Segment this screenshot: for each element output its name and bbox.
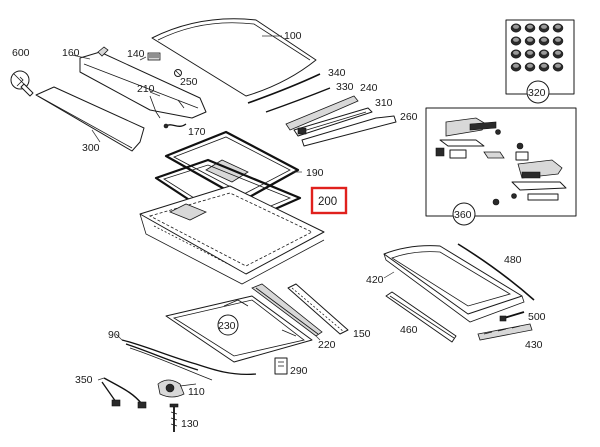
part-160-front-frame[interactable]	[79, 46, 207, 119]
part-320-grommets	[510, 23, 564, 72]
part-360-kit-box[interactable]	[425, 107, 577, 217]
part-460-deflector[interactable]	[385, 291, 457, 343]
grommet-item	[552, 49, 564, 59]
part-220-cable-guide[interactable]	[251, 283, 323, 337]
label-480[interactable]: 480	[504, 254, 522, 266]
part-420-glass-panel[interactable]	[383, 245, 525, 323]
label-350[interactable]: 350	[75, 374, 93, 386]
grommet-item	[510, 49, 522, 59]
part-330-seal-strip[interactable]	[265, 87, 331, 113]
part-250-clip[interactable]	[174, 69, 182, 77]
part-roof-frame[interactable]	[139, 185, 325, 285]
part-340-seal-strip[interactable]	[247, 73, 321, 104]
label-290[interactable]: 290	[290, 365, 308, 377]
part-300-panel[interactable]	[35, 86, 145, 152]
leader-420	[383, 271, 395, 279]
leader-90	[115, 333, 123, 341]
part-130-screw[interactable]	[169, 403, 179, 432]
part-110-motor[interactable]	[157, 379, 197, 398]
grommet-item	[510, 23, 522, 33]
grommet-item	[524, 36, 536, 46]
part-90-wiring[interactable]	[121, 339, 257, 381]
label-160[interactable]: 160	[62, 47, 80, 59]
label-300[interactable]: 300	[82, 142, 100, 154]
leader-210	[149, 91, 161, 97]
label-210[interactable]: 210	[137, 83, 155, 95]
label-110[interactable]: 110	[188, 386, 205, 398]
grommet-item	[538, 23, 550, 33]
part-290-bracket[interactable]	[274, 357, 288, 375]
grommet-item	[524, 62, 536, 72]
label-130[interactable]: 130	[181, 418, 199, 430]
leader-220	[315, 335, 321, 341]
label-310[interactable]: 310	[375, 97, 393, 109]
label-260[interactable]: 260	[400, 111, 418, 123]
label-420[interactable]: 420	[366, 274, 384, 286]
part-240-guide-rail[interactable]	[285, 95, 359, 131]
grommet-item	[552, 62, 564, 72]
part-310-guide-rail[interactable]	[293, 107, 373, 137]
label-340[interactable]: 340	[328, 67, 346, 79]
part-500-pin[interactable]	[499, 311, 525, 322]
part-170-cable[interactable]	[163, 123, 187, 129]
grommet-item	[538, 49, 550, 59]
part-350-cable[interactable]	[101, 377, 147, 409]
grommet-item	[510, 62, 522, 72]
part-260-rail-cover[interactable]	[301, 115, 397, 147]
label-150[interactable]: 150	[353, 328, 371, 340]
label-460[interactable]: 460	[400, 324, 418, 336]
label-250[interactable]: 250	[180, 76, 198, 88]
leader-160	[71, 54, 91, 60]
part-430-rail[interactable]	[477, 323, 533, 341]
leader-300	[91, 129, 101, 143]
callout-circle-230	[217, 314, 239, 336]
grommet-item	[538, 36, 550, 46]
leader-350	[97, 377, 105, 381]
label-200[interactable]: 200	[318, 196, 337, 208]
grommet-item	[538, 62, 550, 72]
label-330[interactable]: 330	[336, 81, 354, 93]
part-230-frame[interactable]	[165, 295, 313, 363]
label-220[interactable]: 220	[318, 339, 336, 351]
part-100-glass-panel[interactable]	[151, 18, 317, 97]
label-240[interactable]: 240	[360, 82, 378, 94]
label-170[interactable]: 170	[188, 126, 206, 138]
grommet-item	[524, 23, 536, 33]
label-230[interactable]: 230	[218, 320, 236, 332]
label-90[interactable]: 90	[108, 329, 120, 341]
label-500[interactable]: 500	[528, 311, 546, 323]
callout-circle-320	[526, 80, 550, 104]
label-360[interactable]: 360	[454, 209, 472, 221]
label-140[interactable]: 140	[127, 48, 145, 60]
part-480-seal-strip[interactable]	[457, 243, 535, 301]
part-140-screw[interactable]	[147, 52, 161, 61]
label-600[interactable]: 600	[12, 47, 30, 59]
grommet-item	[524, 49, 536, 59]
leader-140	[139, 56, 147, 61]
part-150-drain-hose[interactable]	[287, 283, 349, 335]
grommet-item	[510, 36, 522, 46]
label-430[interactable]: 430	[525, 339, 543, 351]
callout-circle-360	[452, 202, 476, 226]
label-100[interactable]: 100	[284, 30, 302, 42]
label-320[interactable]: 320	[528, 87, 546, 99]
highlight-box-200	[310, 186, 348, 215]
label-190[interactable]: 190	[306, 167, 324, 179]
grommet-item	[552, 36, 564, 46]
grommet-item	[552, 23, 564, 33]
wrench-icon	[10, 70, 34, 97]
